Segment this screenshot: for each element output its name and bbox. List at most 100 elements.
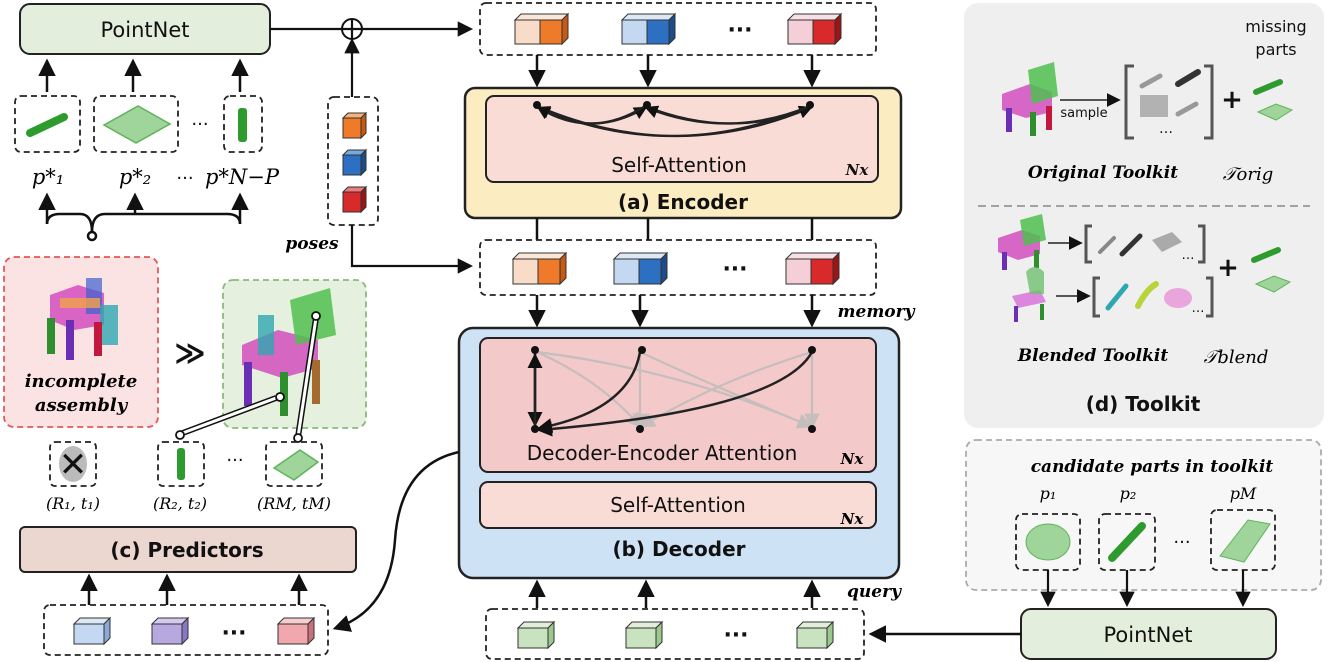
top-pointnet-label: PointNet — [100, 18, 189, 42]
blended-toolkit-label: Blended Toolkit — [1017, 346, 1169, 366]
decoder-output-arrow — [332, 450, 460, 632]
incomplete-chair-image — [47, 278, 118, 360]
candidate-label-m: pM — [1230, 484, 1257, 503]
original-chair-image — [1002, 62, 1058, 136]
part-1-shape — [26, 113, 68, 137]
memory-token-ellipsis: ··· — [722, 257, 747, 282]
predictor-input-tokens: ··· — [43, 604, 329, 656]
memory-token-3 — [784, 251, 841, 286]
original-plus-icon: + — [1221, 85, 1243, 115]
query-token-1 — [516, 620, 556, 650]
decoder-self-attention-repeat: Nx — [840, 510, 865, 528]
pose-label-2: (R₂, t₂) — [153, 494, 207, 513]
part-label-2: p*₂ — [119, 165, 151, 189]
candidate-label-1: p₁ — [1040, 484, 1057, 503]
memory-arrows — [528, 295, 821, 328]
cross-attention-arcs — [527, 351, 814, 437]
predictors-block: (c) Predictors — [19, 526, 357, 573]
pose-label-m: (RM, tM) — [257, 494, 331, 513]
encoder-token-ellipsis: ··· — [727, 18, 752, 43]
assembly-parts-ellipsis: ··· — [226, 450, 243, 471]
candidate-label-2: p₂ — [1120, 484, 1137, 503]
missing-parts-label-1: missing — [1245, 17, 1306, 36]
bottom-pointnet-label: PointNet — [1103, 623, 1192, 647]
assembly-parts-row: ✕ ··· (R₁, t₁) (R₂, t₂) (RM, tM) — [46, 441, 331, 513]
decoder-title: (b) Decoder — [612, 537, 745, 561]
poses-label: poses — [285, 234, 339, 254]
blended-toolkit-symbol: 𝒯blend — [1204, 347, 1269, 368]
top-connections — [270, 18, 474, 274]
predictor-token-1 — [72, 616, 112, 646]
parts-brace — [38, 192, 249, 242]
memory-token-2 — [612, 251, 669, 286]
blended-plus-icon: + — [1217, 253, 1239, 283]
encoder-self-attention-arcs — [536, 104, 813, 138]
pose-label-1: (R₁, t₁) — [46, 494, 100, 513]
token-1 — [513, 12, 570, 46]
original-toolkit-ellipsis: … — [1159, 121, 1173, 137]
part-2-shape — [102, 105, 172, 144]
parts-up-arrows — [38, 58, 249, 92]
predictor-arrows — [80, 573, 308, 605]
decoder-block: Decoder-Encoder Attention Nx Self-Attent… — [457, 326, 901, 580]
part-n-shape — [238, 108, 247, 142]
query-arrows — [528, 579, 821, 608]
poses-box — [327, 96, 379, 226]
pose-cube-red — [341, 185, 368, 214]
cross-attention-repeat: Nx — [840, 450, 865, 468]
blended-chair-image-1 — [998, 214, 1046, 270]
top-pointnet-block: PointNet — [19, 3, 271, 55]
encoder-input-arrows — [528, 55, 821, 88]
part-label-1: p*₁ — [32, 165, 64, 189]
memory-token-1 — [511, 251, 568, 286]
pose-cube-orange — [341, 111, 368, 140]
part-label-ellipsis: ··· — [176, 168, 193, 189]
original-toolkit-label: Original Toolkit — [1028, 163, 1178, 183]
part-label-n: p*N−P — [205, 165, 280, 189]
complete-assembly-panel — [222, 279, 367, 429]
toolkit-panel: missing parts sample … + Original Toolki… — [964, 3, 1324, 428]
discarded-part-x-icon: ✕ — [59, 445, 88, 485]
predictor-token-3 — [276, 616, 316, 646]
candidates-title: candidate parts in toolkit — [1031, 457, 1274, 477]
parts-row: ··· p*₁ p*₂ ··· p*N−P — [14, 95, 280, 189]
candidate-arrows — [1040, 570, 1251, 608]
decoder-self-attention-label: Self-Attention — [610, 493, 746, 517]
encoder-title: (a) Encoder — [618, 190, 748, 214]
query-token-3 — [795, 620, 835, 650]
encoder-output-lines — [535, 218, 814, 240]
query-token-2 — [624, 620, 664, 650]
predictors-title: (c) Predictors — [110, 538, 263, 562]
pose-cube-blue — [341, 148, 368, 177]
parts-ellipsis: ··· — [191, 114, 208, 135]
token-3 — [786, 12, 843, 46]
incomplete-label-2: assembly — [35, 395, 129, 416]
encoder-self-attention-label: Self-Attention — [611, 153, 747, 177]
encoder-block: Self-Attention Nx (a) Encoder — [463, 86, 903, 220]
incomplete-assembly-panel: incomplete assembly — [3, 256, 159, 428]
token-2 — [620, 12, 677, 46]
assembly-arrow-icon: ≫ — [174, 336, 205, 371]
toolkit-title: (d) Toolkit — [1086, 392, 1201, 416]
candidate-ellipsis: ··· — [1173, 532, 1190, 553]
predictor-token-ellipsis: ··· — [221, 621, 246, 646]
sample-label: sample — [1060, 106, 1107, 121]
memory-tokens: ··· — [479, 239, 877, 296]
missing-parts-label-2: parts — [1255, 40, 1296, 59]
blended-toolkit-ellipsis-2: … — [1192, 301, 1205, 316]
blended-toolkit-ellipsis-1: … — [1182, 248, 1195, 263]
assembly-double-arrows — [175, 311, 321, 443]
bottom-pointnet-block: PointNet — [1020, 608, 1277, 660]
memory-label: memory — [838, 302, 916, 322]
query-tokens: ··· — [485, 608, 865, 660]
query-token-ellipsis: ··· — [723, 623, 748, 648]
incomplete-label-1: incomplete — [25, 371, 138, 392]
encoder-input-tokens: ··· — [479, 2, 877, 56]
candidates-panel: candidate parts in toolkit p₁ p₂ pM ··· — [965, 439, 1322, 591]
original-toolkit-symbol: 𝒯orig — [1223, 164, 1274, 185]
predictor-token-2 — [150, 616, 190, 646]
encoder-repeat-label: Nx — [845, 161, 870, 179]
query-label: query — [847, 582, 902, 602]
complete-chair-image — [242, 288, 336, 416]
